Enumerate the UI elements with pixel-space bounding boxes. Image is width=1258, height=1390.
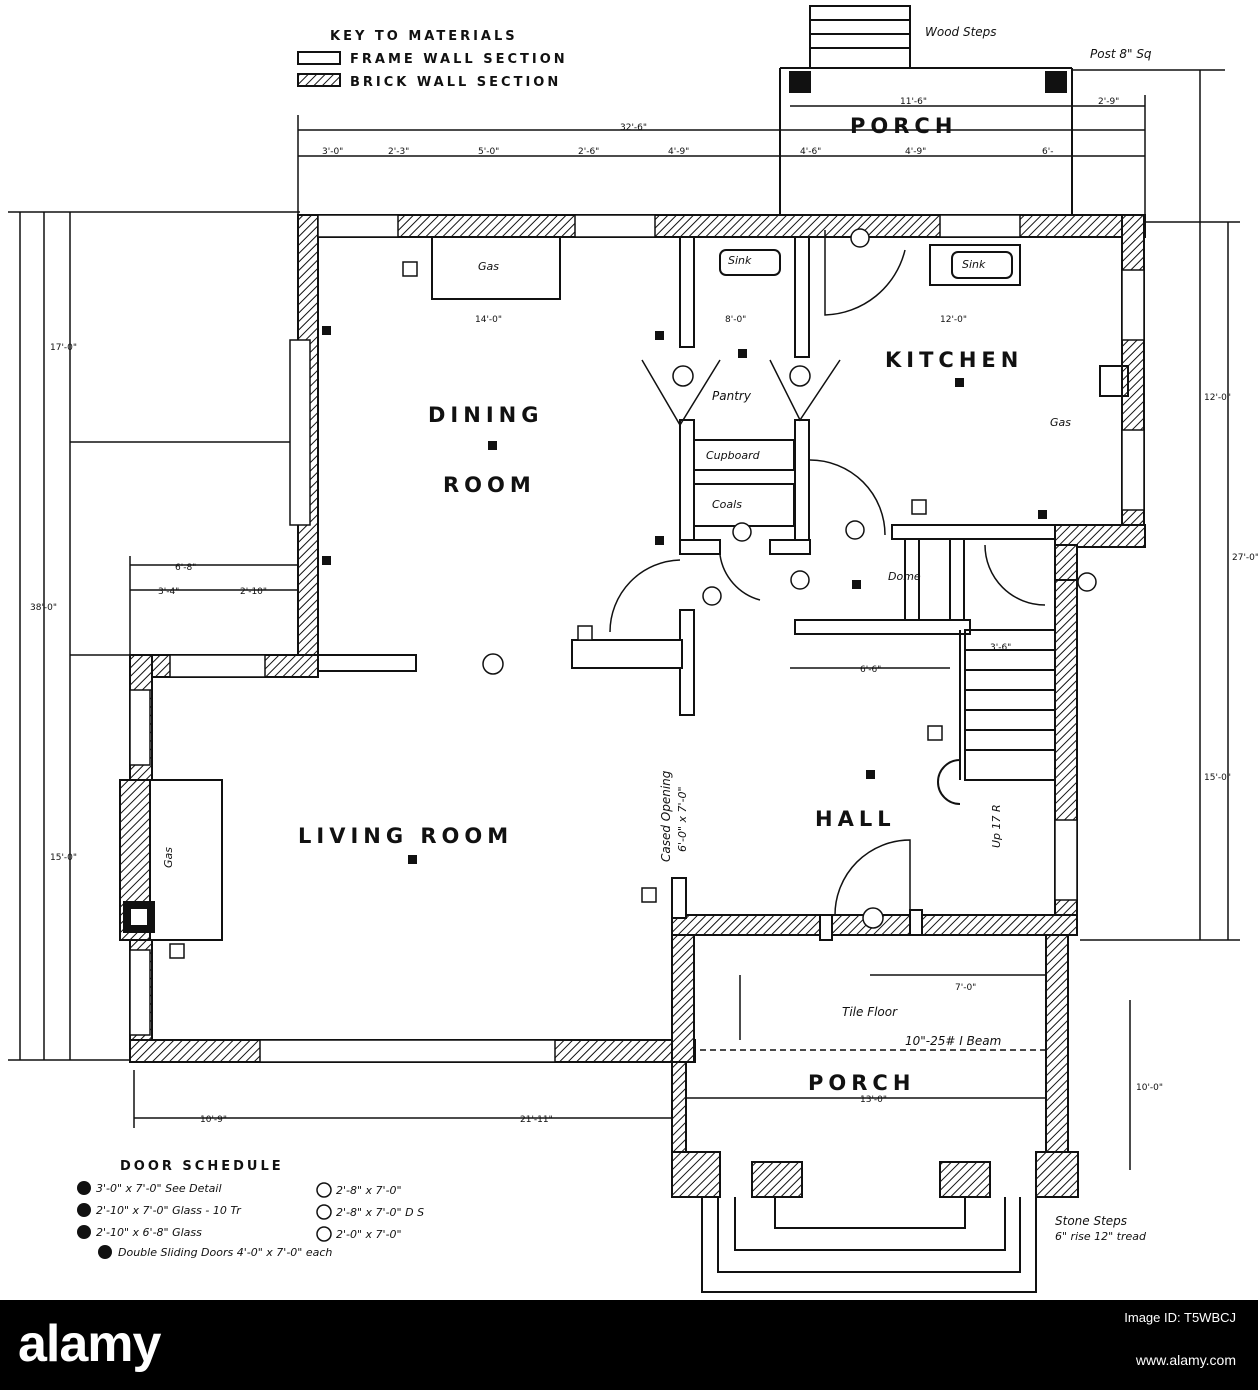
room-kitchen: KITCHEN: [885, 348, 1023, 372]
room-living: LIVING ROOM: [298, 824, 513, 848]
door-schedule-title: DOOR SCHEDULE: [120, 1159, 284, 1174]
brick-swatch: [297, 73, 341, 87]
sink-label-1: Sink: [728, 254, 752, 267]
dim-porch-right: 2'-9": [1098, 97, 1119, 107]
room-hall: HALL: [815, 807, 896, 831]
door-b: 2'-10" x 7'-0" Glass - 10 Tr: [96, 1204, 242, 1217]
cased-opening-size: 6'-0" x 7'-0": [676, 786, 689, 852]
door-e: 2'-8" x 7'-0" D S: [336, 1206, 424, 1219]
gas-label-dining: Gas: [478, 260, 499, 273]
rear-porch: [779, 5, 1073, 220]
door-markers: [482, 228, 1097, 929]
dim-right-27: 27'-0": [1232, 553, 1258, 563]
room-dining-1: DINING: [428, 403, 543, 427]
sink-label-2: Sink: [962, 258, 986, 271]
dim-bottom-2: 21'-11": [520, 1115, 553, 1125]
dim-d: 2'-6": [578, 147, 599, 157]
key-brick: BRICK WALL SECTION: [350, 75, 561, 90]
dim-left-15: 15'-0": [50, 853, 77, 863]
register-r-boxes: [169, 261, 943, 959]
dim-porch-front-depth: 10'-0": [1136, 1083, 1163, 1093]
door-g: 2'-0" x 7'-0": [336, 1228, 402, 1241]
pantry-label: Pantry: [712, 389, 752, 403]
dim-c: 5'-0": [478, 147, 499, 157]
dim-hall: 6'-6": [860, 665, 881, 675]
room-dining-2: ROOM: [443, 473, 536, 497]
floor-plan-svg: KEY TO MATERIALS FRAME WALL SECTION BRIC…: [8, 5, 1258, 1293]
dim-kitchen: 12'-0": [940, 315, 967, 325]
door-a: 3'-0" x 7'-0" See Detail: [96, 1182, 222, 1195]
front-steps: [701, 1161, 1037, 1293]
sink-kitchen: [951, 251, 1013, 279]
kitchen-sink-area: [929, 244, 1021, 286]
dim-h: 6'-: [1042, 147, 1053, 157]
post-label: Post 8" Sq: [1090, 47, 1152, 61]
up-stairs-label: Up 17 R: [990, 804, 1003, 848]
post-right: [1045, 71, 1067, 93]
door-c: 2'-10" x 6'-8" Glass: [96, 1226, 202, 1239]
door-h: Double Sliding Doors 4'-0" x 7'-0" each: [118, 1246, 332, 1259]
dim-porch-front-w: 13'-0": [860, 1095, 887, 1105]
dimension-lines: [8, 69, 1240, 1170]
dome-label: Dome: [888, 570, 921, 583]
frame-swatch: [297, 51, 341, 65]
dim-pantry: 8'-0": [725, 315, 746, 325]
staircase: [937, 629, 1056, 805]
gas-label-kitchen: Gas: [1050, 416, 1071, 429]
wood-steps-label: Wood Steps: [925, 25, 997, 39]
stone-steps-label: Stone Steps: [1055, 1214, 1127, 1228]
dim-bay-3: 2'-10": [240, 587, 267, 597]
materials-key: KEY TO MATERIALS FRAME WALL SECTION BRIC…: [297, 29, 568, 90]
floor-plan-drawing: KEY TO MATERIALS FRAME WALL SECTION BRIC…: [8, 5, 1258, 1293]
door-swings: [609, 230, 1046, 916]
ibeam-label: 10"-25# I Beam: [905, 1034, 1001, 1048]
key-title: KEY TO MATERIALS: [330, 29, 518, 44]
alamy-logo: alamy: [18, 1315, 161, 1373]
dim-right-15: 15'-0": [1204, 773, 1231, 783]
gas-label-living: Gas: [162, 847, 175, 868]
dim-bay-1: 6'-8": [175, 563, 196, 573]
dim-left-total: 38'-0": [30, 603, 57, 613]
cased-opening-label: Cased Opening: [659, 770, 673, 862]
stone-steps-detail: 6" rise 12" tread: [1055, 1230, 1147, 1243]
dim-stair: 3'-6": [990, 643, 1011, 653]
dim-right-12: 12'-0": [1204, 393, 1231, 403]
dim-bay-2: 3'-4": [158, 587, 179, 597]
kitchen-chimney: [1099, 365, 1129, 397]
dim-a: 3'-0": [322, 147, 343, 157]
post-left: [789, 71, 811, 93]
dim-f: 4'-6": [800, 147, 821, 157]
tile-floor-label: Tile Floor: [842, 1005, 898, 1019]
cupboard-label: Cupboard: [706, 449, 761, 462]
windows: [129, 214, 1145, 1063]
door-schedule: DOOR SCHEDULE 3'-0" x 7'-0" See Detail 2…: [77, 1159, 424, 1259]
pantry-fixtures: [431, 236, 1129, 527]
dim-dining: 14'-0": [475, 315, 502, 325]
key-frame: FRAME WALL SECTION: [350, 52, 568, 67]
interior-walls: [317, 236, 1056, 941]
dim-total-top: 32'-6": [620, 123, 647, 133]
stock-footer: alamy Image ID: T5WBCJ www.alamy.com: [0, 1300, 1258, 1390]
dining-fireplace: [431, 236, 561, 300]
dim-porch-width: 11'-6": [900, 97, 927, 107]
coals-label: Coals: [712, 498, 742, 511]
dim-g: 4'-9": [905, 147, 926, 157]
door-d: 2'-8" x 7'-0": [336, 1184, 402, 1197]
dim-b: 2'-3": [388, 147, 409, 157]
register-marks: [322, 326, 1047, 864]
dim-front-porch: 7'-0": [955, 983, 976, 993]
alamy-url: www.alamy.com: [1135, 1352, 1236, 1368]
image-id: Image ID: T5WBCJ: [1124, 1310, 1236, 1325]
wood-steps: [809, 5, 911, 69]
room-porch-back: PORCH: [850, 114, 957, 138]
dim-left-17: 17'-0": [50, 343, 77, 353]
room-porch-front: PORCH: [808, 1071, 915, 1095]
dim-e: 4'-9": [668, 147, 689, 157]
sink-pantry: [719, 249, 781, 276]
dim-bottom-1: 10'-9": [200, 1115, 227, 1125]
